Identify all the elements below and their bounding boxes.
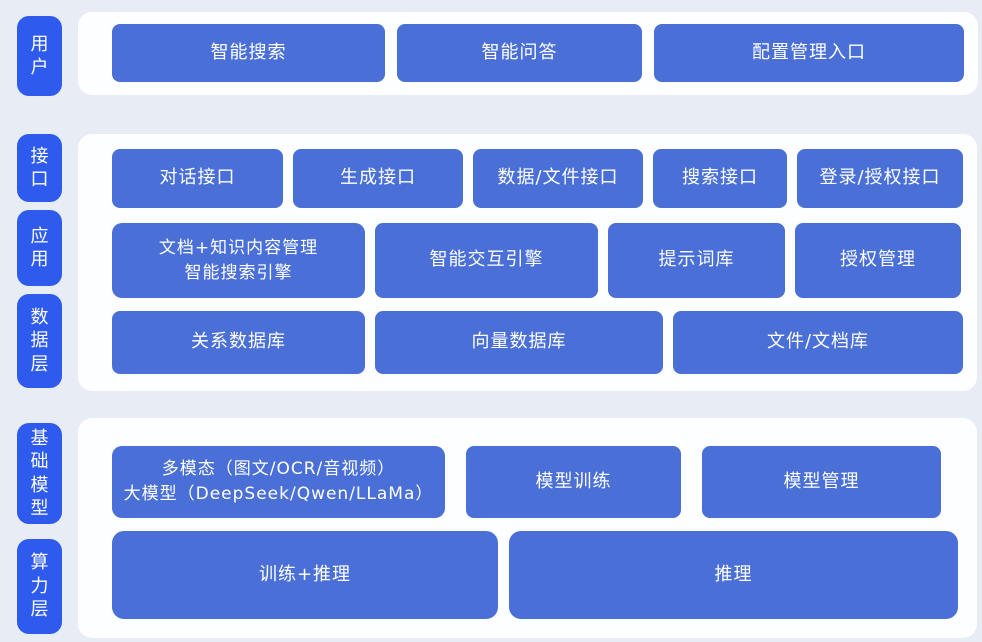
node-model-training: 模型训练 [466,446,681,518]
node-auth-management: 授权管理 [795,223,961,298]
panel-middle: 对话接口 生成接口 数据/文件接口 搜索接口 登录/授权接口 文档+知识内容管理… [78,134,977,391]
node-search-api: 搜索接口 [653,149,787,208]
node-data-file-api: 数据/文件接口 [473,149,643,208]
node-relational-db: 关系数据库 [112,311,365,374]
panel-bottom: 多模态（图文/OCR/音视频） 大模型（DeepSeek/Qwen/LLaMa）… [78,418,977,638]
node-file-doc-store: 文件/文档库 [673,311,963,374]
gutter-middle: 接口 应用 数据层 [0,134,78,391]
node-vector-db: 向量数据库 [375,311,663,374]
layer-label-foundation-model: 基础模型 [17,423,62,524]
node-generation-api: 生成接口 [293,149,463,208]
row-user-entries: 智能搜索 智能问答 配置管理入口 [112,24,964,82]
node-training-inference: 训练+推理 [112,531,498,619]
node-model-management: 模型管理 [702,446,941,518]
layer-label-user: 用户 [17,16,62,96]
row-data-nodes: 关系数据库 向量数据库 文件/文档库 [112,311,963,374]
node-smart-search: 智能搜索 [112,24,385,82]
node-prompt-library: 提示词库 [608,223,785,298]
layer-label-interface: 接口 [17,134,62,202]
node-doc-knowledge-search-engine: 文档+知识内容管理 智能搜索引擎 [112,223,365,298]
panel-user: 智能搜索 智能问答 配置管理入口 [78,12,978,95]
row-interface-nodes: 对话接口 生成接口 数据/文件接口 搜索接口 登录/授权接口 [112,149,963,208]
node-login-auth-api: 登录/授权接口 [797,149,963,208]
layer-label-compute: 算力层 [17,539,62,634]
node-multimodal-llm: 多模态（图文/OCR/音视频） 大模型（DeepSeek/Qwen/LLaMa） [112,446,445,518]
node-config-management-entry: 配置管理入口 [654,24,964,82]
node-interaction-engine: 智能交互引擎 [375,223,598,298]
node-smart-qa: 智能问答 [397,24,642,82]
gutter-user: 用户 [0,12,78,96]
layer-band-middle: 接口 应用 数据层 对话接口 生成接口 数据/文件接口 搜索接口 登录/授权接口… [0,134,982,391]
layer-label-application: 应用 [17,210,62,286]
gutter-bottom: 基础模型 算力层 [0,418,78,638]
row-application-nodes: 文档+知识内容管理 智能搜索引擎 智能交互引擎 提示词库 授权管理 [112,223,963,298]
layer-band-user: 用户 智能搜索 智能问答 配置管理入口 [0,12,982,96]
layer-band-bottom: 基础模型 算力层 多模态（图文/OCR/音视频） 大模型（DeepSeek/Qw… [0,418,982,638]
layer-label-data: 数据层 [17,294,62,388]
node-inference: 推理 [509,531,958,619]
node-chat-api: 对话接口 [112,149,283,208]
row-compute-nodes: 训练+推理 推理 [112,531,963,619]
row-model-nodes: 多模态（图文/OCR/音视频） 大模型（DeepSeek/Qwen/LLaMa）… [112,446,963,518]
